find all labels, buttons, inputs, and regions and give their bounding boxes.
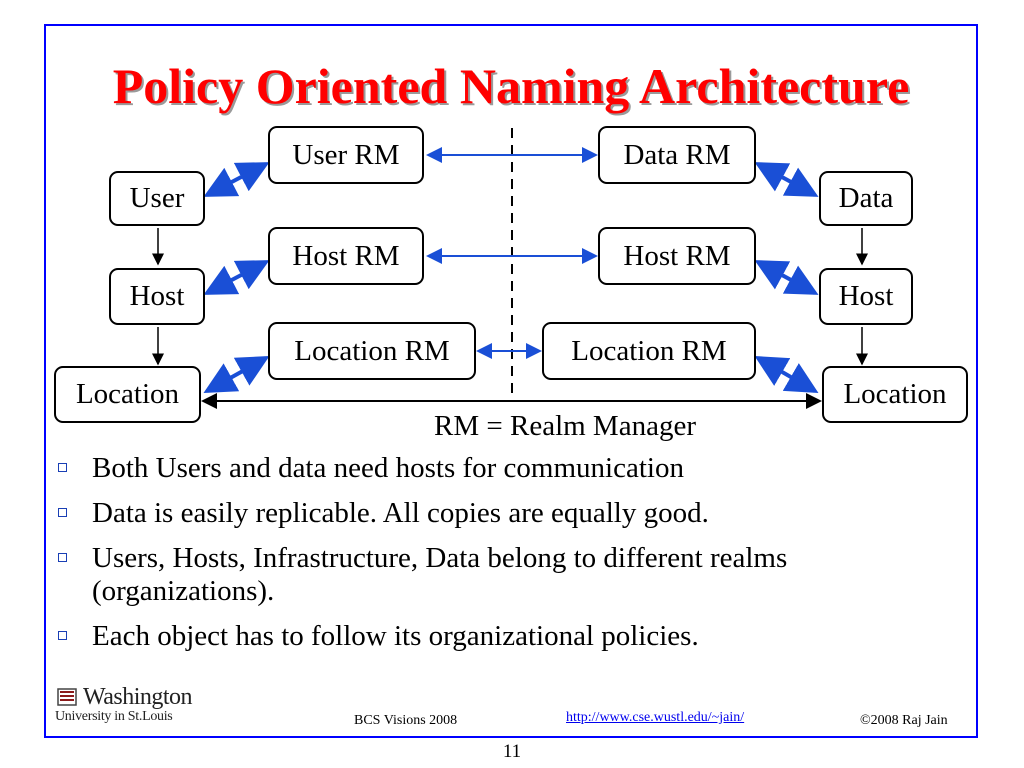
bullet-square-icon xyxy=(58,508,67,517)
node-data-rm: Data RM xyxy=(598,126,756,184)
logo-subtitle: University in St.Louis xyxy=(55,709,173,724)
rm-legend: RM = Realm Manager xyxy=(434,410,696,442)
node-host-right: Host xyxy=(819,268,913,325)
bullet-square-icon xyxy=(58,631,67,640)
arrow-datarm-data xyxy=(754,162,819,197)
node-user: User xyxy=(109,171,205,226)
bullet-item: Users, Hosts, Infrastructure, Data belon… xyxy=(54,542,954,608)
node-host-rm-left: Host RM xyxy=(268,227,424,285)
slide-frame xyxy=(44,24,978,738)
arrow-locationrm-location-right xyxy=(754,355,819,394)
footer-event: BCS Visions 2008 xyxy=(354,713,458,728)
page-number: 11 xyxy=(502,741,522,762)
university-logo: Washington University in St.Louis xyxy=(55,685,195,725)
node-location-rm-right: Location RM xyxy=(542,322,756,380)
arrow-hostrm-host-right xyxy=(754,260,819,295)
footer-copyright: ©2008 Raj Jain xyxy=(860,713,948,728)
arrow-location-locationrm-left xyxy=(203,356,270,393)
node-user-rm: User RM xyxy=(268,126,424,184)
bullet-item: Each object has to follow its organizati… xyxy=(54,620,954,653)
bullet-list: Both Users and data need hosts for commu… xyxy=(54,452,954,665)
node-host-rm-right: Host RM xyxy=(598,227,756,285)
node-location-left: Location xyxy=(54,366,201,423)
bullet-square-icon xyxy=(58,553,67,562)
node-data: Data xyxy=(819,171,913,226)
node-host-left: Host xyxy=(109,268,205,325)
slide-title: Policy Oriented Naming Architecture xyxy=(112,58,910,114)
shield-icon xyxy=(57,688,77,706)
node-location-right: Location xyxy=(822,366,968,423)
bullet-square-icon xyxy=(58,463,67,472)
arrow-user-userrm xyxy=(203,162,270,197)
bullet-item: Both Users and data need hosts for commu… xyxy=(54,452,954,485)
node-location-rm-left: Location RM xyxy=(268,322,476,380)
arrow-host-hostrm-left xyxy=(203,260,270,295)
bullet-item: Data is easily replicable. All copies ar… xyxy=(54,497,954,530)
logo-wordmark: Washington xyxy=(83,684,193,710)
footer-url-link[interactable]: http://www.cse.wustl.edu/~jain/ xyxy=(566,710,745,725)
